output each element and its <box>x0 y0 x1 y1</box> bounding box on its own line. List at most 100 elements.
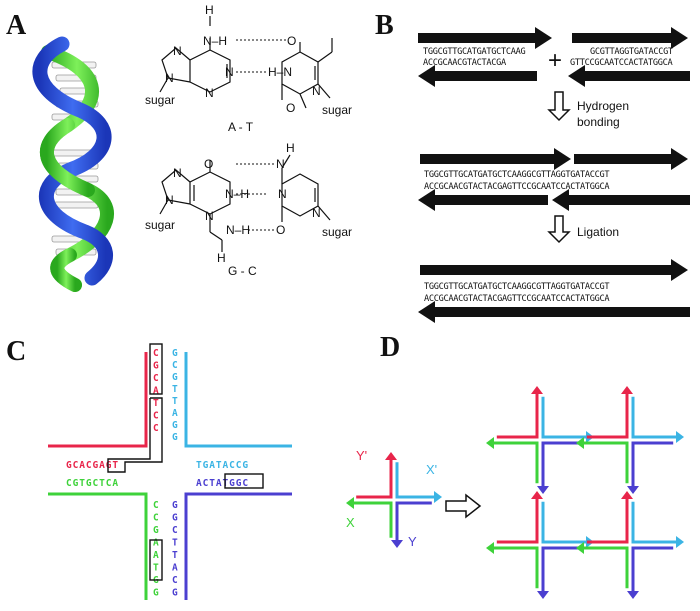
highlight-box-red-junction <box>107 397 163 473</box>
tile-arrowhead <box>391 540 403 548</box>
tile-arrowhead <box>676 536 684 548</box>
tile <box>576 491 684 599</box>
tile-arm <box>496 497 539 544</box>
svg-text:N–H: N–H <box>203 34 227 48</box>
tile-lattice <box>486 386 684 599</box>
panel-d-assembly: Y' X' X Y <box>346 386 684 599</box>
svg-text:Ligation: Ligation <box>577 225 619 239</box>
highlight-box-purple <box>224 473 264 489</box>
svg-text:O: O <box>287 34 296 48</box>
label-y: Y <box>408 534 417 549</box>
sequence-letter: A <box>153 550 159 561</box>
svg-text:O: O <box>286 101 295 115</box>
tile <box>486 386 594 494</box>
down-arrow-hbond <box>547 91 571 122</box>
svg-text:H–N: H–N <box>268 65 292 79</box>
panel-c-sequences: GCACGAGT CGTGCTCA TGATACCG ACTATGGC CGCA… <box>66 343 264 599</box>
tile-arm <box>631 441 674 488</box>
sequence-letter: G <box>172 588 178 599</box>
sequence-letter: C <box>172 525 178 536</box>
single-tile <box>346 452 442 548</box>
sequence-letter: T <box>153 398 159 409</box>
svg-text:Hydrogen: Hydrogen <box>577 99 629 113</box>
panel-label-b: B <box>375 10 394 41</box>
sequence-letter: G <box>172 372 178 383</box>
sequence-letter: G <box>153 525 159 536</box>
sequence-letter: C <box>153 411 159 422</box>
sequence-letter: T <box>172 384 178 395</box>
svg-text:H: H <box>205 3 214 17</box>
tile-arm <box>541 441 584 488</box>
tile-arm <box>356 458 393 499</box>
tile-arm <box>586 392 629 439</box>
sequence-letter: C <box>153 373 159 384</box>
sequence-letter: T <box>172 538 178 549</box>
tile-arrowhead <box>486 542 494 554</box>
blue-row-seq: TGATACCG <box>196 460 249 471</box>
svg-text:TGGCGTTGCATGATGCTCAAGGCGTTAGGT: TGGCGTTGCATGATGCTCAAGGCGTTAGGTGATACCGT <box>424 282 609 292</box>
sequence-letter: G <box>153 588 159 599</box>
sequence-letter: A <box>172 563 178 574</box>
sequence-letter: A <box>153 538 159 549</box>
sequence-letter: G <box>153 361 159 372</box>
tile-arrowhead <box>531 386 543 394</box>
gc-pair-label: G - C <box>228 264 257 278</box>
panel-b-ligation-scheme: TGGCGTTGCATGATGCTCAAG ACCGCAACGTACTACGA … <box>418 27 690 323</box>
tile-arrowhead <box>627 591 639 599</box>
sequence-letter: G <box>172 432 178 443</box>
dna-helix-illustration <box>32 36 114 292</box>
svg-text:N: N <box>312 84 321 98</box>
svg-text:N: N <box>205 209 214 223</box>
svg-text:N: N <box>165 193 174 207</box>
svg-text:bonding: bonding <box>577 115 620 129</box>
at-pair-label: A - T <box>228 120 254 134</box>
blue-column-seq: GCGTTAGG <box>172 348 178 443</box>
highlight-box-green <box>149 539 163 581</box>
plus-sign: + <box>548 47 562 74</box>
tile-arm <box>631 396 678 439</box>
gc-pair-atoms: O H N N N–H N N N N–H O H N sugar sugar … <box>145 141 352 278</box>
at-pair-atoms: H N–H O N N H–N N N O N sugar sugar A - … <box>145 3 352 134</box>
panel-label-a: A <box>6 10 27 41</box>
tile-arrowhead <box>434 491 442 503</box>
tile-arrowhead <box>621 491 633 499</box>
tile-arm <box>541 501 588 544</box>
tile-arm <box>582 441 629 484</box>
panel-label-c: C <box>6 336 26 367</box>
svg-text:N: N <box>165 71 174 85</box>
sequence-letter: A <box>172 408 178 419</box>
svg-text:TGGCGTTGCATGATGCTCAAG: TGGCGTTGCATGATGCTCAAG <box>423 47 525 57</box>
down-arrow-ligation <box>547 215 571 244</box>
tile-arm <box>395 462 436 499</box>
sequence-letter: C <box>153 500 159 511</box>
sequence-letter: G <box>172 420 178 431</box>
tile <box>486 491 594 599</box>
svg-text:O: O <box>276 223 285 237</box>
svg-text:sugar: sugar <box>322 103 352 117</box>
svg-text:H: H <box>286 141 295 155</box>
panel-label-d: D <box>380 332 400 363</box>
sequence-letter: C <box>153 348 159 359</box>
tile-arm <box>631 501 678 544</box>
svg-text:N: N <box>276 157 285 171</box>
sequence-letter: A <box>153 386 159 397</box>
sequence-letter: T <box>172 396 178 407</box>
svg-text:sugar: sugar <box>322 225 352 239</box>
sequence-letter: C <box>172 575 178 586</box>
tile-arrowhead <box>531 491 543 499</box>
svg-text:TGGCGTTGCATGATGCTCAAGGCGTTAGGT: TGGCGTTGCATGATGCTCAAGGCGTTAGGTGATACCGT <box>424 170 609 180</box>
svg-text:N: N <box>205 86 214 100</box>
tile-arm <box>631 546 674 593</box>
at-base-pair-structure <box>159 16 333 109</box>
tile-arm <box>492 546 539 589</box>
svg-text:H: H <box>217 251 226 265</box>
svg-text:sugar: sugar <box>145 218 175 232</box>
strand-arrow-left <box>418 65 537 87</box>
tile <box>576 386 684 494</box>
tile-arrowhead <box>385 452 397 460</box>
tile-arm <box>496 392 539 439</box>
assembly-arrow <box>445 493 482 519</box>
tile-arrowhead <box>537 591 549 599</box>
